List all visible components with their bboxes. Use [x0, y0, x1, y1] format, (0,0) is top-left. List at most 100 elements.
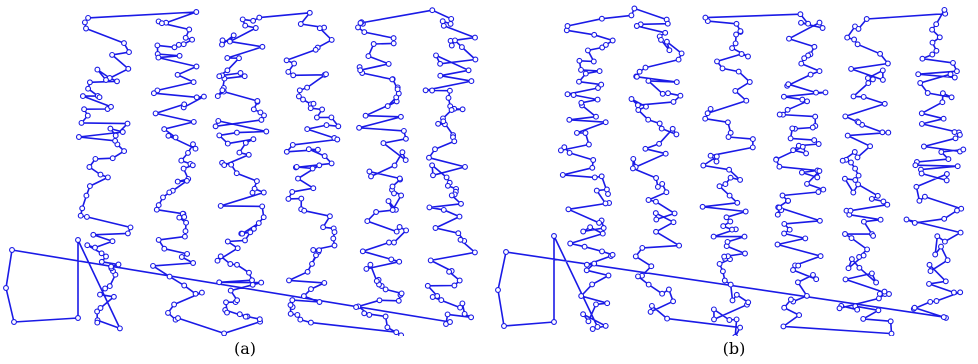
tour-node	[663, 38, 670, 45]
tour-node	[452, 37, 458, 44]
tour-node	[11, 319, 17, 325]
tour-node	[666, 47, 673, 54]
tour-node	[870, 232, 877, 239]
tour-node	[98, 258, 105, 265]
tour-node	[323, 122, 330, 129]
tour-node	[804, 98, 811, 105]
tour-node	[787, 296, 794, 303]
tour-node	[503, 249, 509, 255]
tour-node	[355, 24, 361, 31]
tour-node	[321, 279, 328, 286]
tour-node	[903, 216, 910, 223]
tour-node	[376, 297, 383, 304]
tour-node	[465, 67, 472, 74]
tour-node	[954, 163, 961, 170]
tour-node	[844, 132, 851, 139]
tour-node	[557, 147, 564, 154]
tour-node	[185, 149, 191, 156]
tour-node	[776, 204, 783, 211]
tour-node	[224, 309, 230, 316]
tour-node	[639, 244, 646, 251]
tour-node	[458, 44, 465, 51]
tour-node	[85, 85, 92, 92]
tour-node	[749, 144, 756, 151]
tour-node	[842, 231, 848, 237]
tour-node	[108, 263, 115, 270]
tour-node	[790, 147, 797, 154]
tour-node	[848, 159, 854, 166]
tour-node	[365, 53, 372, 60]
tour-node	[323, 71, 329, 78]
tour-node	[854, 41, 861, 48]
tour-node	[200, 93, 207, 100]
tour-node	[287, 310, 294, 317]
tour-node	[816, 68, 823, 75]
tour-node	[653, 216, 660, 223]
tour-node	[178, 254, 185, 260]
tour-node	[879, 76, 886, 83]
tour-node	[398, 332, 405, 336]
tour-node	[286, 277, 292, 284]
tour-node	[926, 261, 933, 268]
tour-node	[737, 176, 744, 183]
tour-node	[729, 45, 736, 52]
tour-node	[887, 318, 894, 325]
tour-node	[86, 183, 93, 190]
tour-node	[581, 243, 588, 250]
tour-node	[855, 181, 862, 188]
tour-node	[645, 197, 652, 203]
tour-node	[160, 194, 166, 201]
tour-node	[933, 298, 940, 304]
tour-node	[677, 92, 684, 99]
tour-node	[440, 118, 447, 125]
tour-node	[631, 5, 638, 12]
tour-node	[97, 171, 104, 178]
tour-node	[451, 138, 458, 145]
tour-node	[310, 100, 317, 107]
tour-node	[860, 315, 867, 322]
tour-node	[309, 165, 316, 172]
tour-node	[250, 106, 257, 113]
tour-node	[382, 313, 389, 320]
tour-node	[216, 132, 223, 139]
tour-node	[250, 17, 257, 24]
tour-node	[583, 267, 590, 274]
tour-node	[96, 94, 103, 101]
tour-node	[259, 203, 266, 210]
tour-node	[236, 311, 243, 318]
tour-node	[335, 123, 342, 130]
tour-node	[98, 250, 105, 257]
tour-node	[805, 52, 812, 59]
tour-node	[458, 200, 464, 207]
tour-node	[941, 238, 948, 245]
tour-node	[259, 43, 266, 50]
tour-node	[97, 291, 103, 298]
tour-node	[290, 72, 297, 79]
tour-node	[956, 131, 963, 138]
tour-node	[951, 129, 958, 136]
tour-node	[287, 302, 294, 308]
tour-node	[361, 310, 368, 317]
tour-node	[79, 93, 86, 100]
tour-node	[593, 113, 599, 120]
tour-node	[642, 64, 649, 71]
tour-nodes	[495, 5, 967, 336]
tour-node	[609, 37, 616, 44]
tour-node	[803, 292, 810, 299]
tour-node	[939, 90, 946, 97]
tour-node	[719, 268, 726, 275]
tour-node	[468, 78, 475, 85]
tour-node	[285, 68, 292, 75]
tour-node	[713, 153, 720, 160]
tour-node	[874, 192, 881, 199]
tour-node	[77, 212, 84, 219]
tour-node	[263, 128, 270, 135]
tour-node	[283, 57, 290, 64]
tour-node	[816, 168, 823, 174]
tour-node	[165, 132, 172, 139]
tour-node	[570, 92, 577, 98]
tour-node	[656, 140, 663, 147]
tour-node	[738, 51, 745, 57]
tour-node	[805, 20, 812, 27]
tour-node	[590, 157, 597, 163]
